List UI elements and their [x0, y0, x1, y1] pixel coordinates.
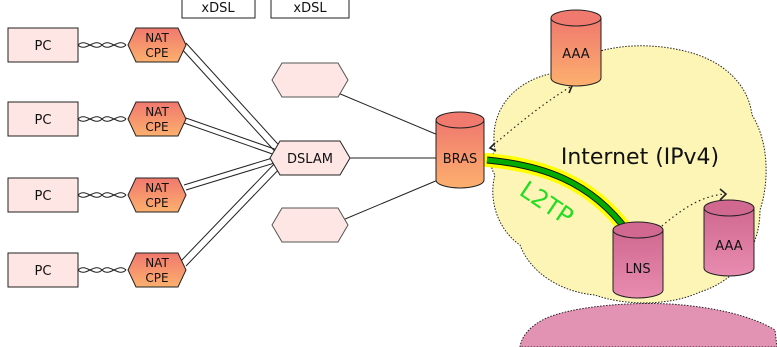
cpe-router — [127, 252, 187, 288]
twisted-pair — [77, 42, 127, 48]
twisted-pair — [77, 192, 127, 198]
bottom-cloud — [519, 302, 777, 347]
cpe-router — [127, 101, 187, 137]
pc-label: PC — [35, 264, 52, 279]
dslam-placeholder-top — [271, 62, 349, 98]
bras: BRAS — [435, 111, 485, 189]
legend-box-right — [270, 0, 350, 19]
cpe-label-nat: NAT — [145, 31, 169, 45]
pc-label: PC — [35, 189, 52, 204]
client-row-3: PC NAT CPE — [7, 177, 187, 213]
client-row-2: PC NAT CPE — [7, 101, 187, 137]
internet-cloud — [490, 45, 767, 304]
cpe-label-nat: NAT — [145, 105, 169, 119]
legend-label-right: xDSL — [293, 1, 327, 16]
cpe-label-cpe: CPE — [145, 120, 168, 134]
pc-box — [7, 252, 79, 288]
aaa-right-label: AAA — [715, 239, 743, 254]
pc-box — [7, 177, 79, 213]
legend-label-left: xDSL — [201, 1, 235, 16]
pc-label: PC — [35, 113, 52, 128]
client-row-4: PC NAT CPE — [7, 252, 187, 288]
client-row-1: PC NAT CPE — [7, 27, 187, 63]
cpe-dslam-links — [179, 42, 287, 267]
dslam-placeholder-bottom — [271, 207, 349, 243]
bras-label: BRAS — [443, 152, 478, 167]
legend: xDSL xDSL — [181, 0, 350, 19]
twisted-pair — [77, 267, 127, 273]
cpe-label-cpe: CPE — [145, 196, 168, 210]
twisted-pair — [77, 116, 127, 122]
dslam-label: DSLAM — [287, 152, 333, 167]
lns: LNS — [612, 221, 664, 299]
auth-arrows — [489, 85, 726, 233]
l2tp-tunnel — [480, 153, 635, 239]
cpe-label-cpe: CPE — [145, 46, 168, 60]
cpe-router — [127, 27, 187, 63]
cpe-label-nat: NAT — [145, 256, 169, 270]
lns-label: LNS — [625, 262, 650, 277]
legend-box-left — [181, 0, 256, 19]
aaa-top: AAA — [550, 9, 602, 87]
cpe-router — [127, 177, 187, 213]
pc-label: PC — [35, 39, 52, 54]
aaa-top-label: AAA — [562, 47, 590, 62]
dslam — [269, 140, 351, 176]
cpe-label-nat: NAT — [145, 181, 169, 195]
cpe-label-cpe: CPE — [145, 271, 168, 285]
aaa-right: AAA — [703, 199, 755, 277]
bras-links — [337, 92, 439, 223]
internet-label: Internet (IPv4) — [561, 145, 719, 170]
